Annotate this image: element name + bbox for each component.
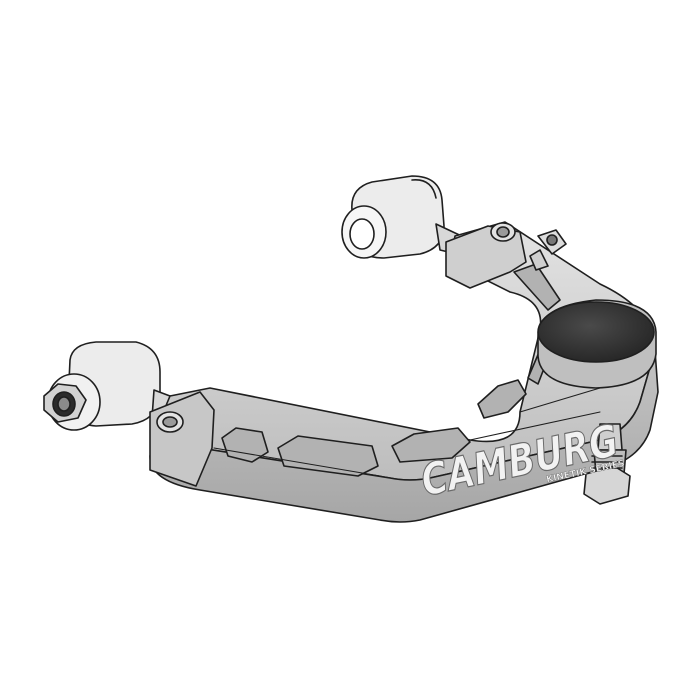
ball-joint (537, 299, 657, 505)
arm-pockets (221, 263, 561, 477)
ball-joint-cap (537, 301, 655, 363)
arm-side-face (149, 349, 659, 523)
front-rod-end (43, 341, 187, 431)
sensor-bracket (529, 229, 567, 271)
